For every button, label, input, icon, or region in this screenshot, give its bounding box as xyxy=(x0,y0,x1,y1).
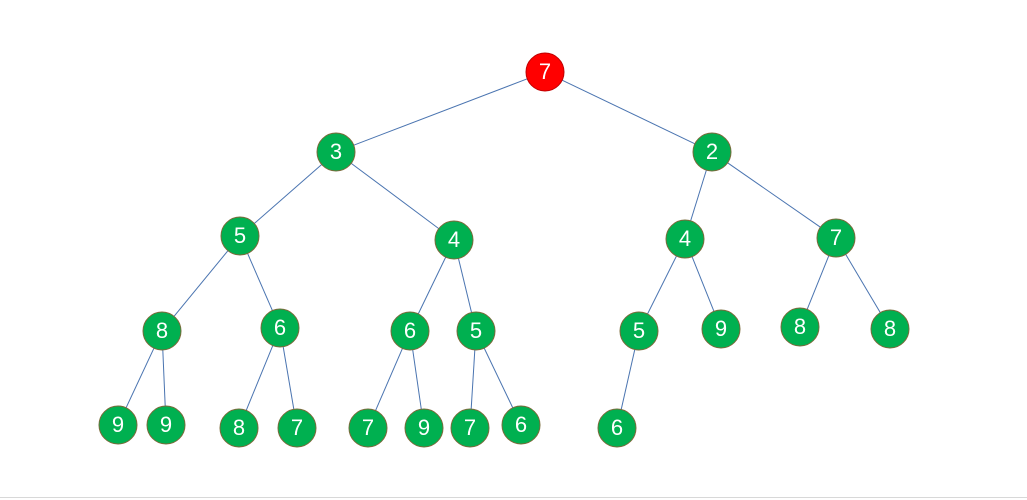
node-circle xyxy=(450,408,490,448)
tree-node: 9 xyxy=(701,309,741,349)
tree-edge-n5-n11 xyxy=(647,255,677,315)
tree-edge-n8-n18 xyxy=(282,346,295,410)
tree-edge-n4-n9 xyxy=(417,256,447,315)
node-circle xyxy=(525,52,565,92)
tree-node: 5 xyxy=(456,311,496,351)
tree-edge-n2-n6 xyxy=(727,162,821,228)
tree-edge-n0-n2 xyxy=(561,79,696,145)
node-circle xyxy=(390,311,430,351)
node-label: 8 xyxy=(233,415,245,440)
node-circle xyxy=(780,307,820,347)
node-circle xyxy=(98,405,138,445)
tree-node: 7 xyxy=(277,408,317,448)
node-circle xyxy=(701,309,741,349)
node-label: 8 xyxy=(156,318,168,343)
node-circle xyxy=(260,308,300,348)
node-circle xyxy=(277,408,317,448)
tree-node: 3 xyxy=(316,132,356,172)
node-circle xyxy=(348,408,388,448)
tree-node: 2 xyxy=(692,132,732,172)
tree-edge-n5-n12 xyxy=(691,256,715,312)
tree-node: 5 xyxy=(619,311,659,351)
tree-edge-n10-n21 xyxy=(470,349,476,410)
node-label: 7 xyxy=(830,225,842,250)
tree-edge-n7-n15 xyxy=(125,347,155,409)
node-label: 7 xyxy=(291,415,303,440)
tree-edge-n8-n17 xyxy=(245,345,274,411)
tree-node: 4 xyxy=(434,220,474,260)
tree-edge-n1-n4 xyxy=(350,162,440,230)
tree-edge-n9-n19 xyxy=(375,348,403,411)
node-label: 4 xyxy=(448,227,460,252)
tree-edge-n9-n20 xyxy=(412,349,422,410)
tree-node: 6 xyxy=(390,311,430,351)
node-label: 9 xyxy=(418,415,430,440)
node-label: 9 xyxy=(160,412,172,437)
node-circle xyxy=(142,311,182,351)
tree-edge-n0-n1 xyxy=(353,78,528,146)
node-label: 2 xyxy=(706,139,718,164)
tree-edge-n4-n10 xyxy=(457,258,473,313)
node-label: 6 xyxy=(515,412,527,437)
node-circle xyxy=(692,132,732,172)
node-circle xyxy=(146,405,186,445)
node-circle xyxy=(219,408,259,448)
node-circle xyxy=(456,311,496,351)
tree-node: 8 xyxy=(142,311,182,351)
tree-edge-n11-n23 xyxy=(620,349,636,410)
node-label: 7 xyxy=(464,415,476,440)
tree-node: 8 xyxy=(219,408,259,448)
node-circle xyxy=(597,408,637,448)
node-circle xyxy=(665,219,705,259)
node-label: 8 xyxy=(794,314,806,339)
tree-node: 7 xyxy=(816,218,856,258)
tree-edges xyxy=(125,78,881,411)
tree-edge-n2-n5 xyxy=(690,169,707,222)
node-circle xyxy=(316,132,356,172)
node-label: 6 xyxy=(611,415,623,440)
tree-node: 5 xyxy=(220,216,260,256)
node-circle xyxy=(619,311,659,351)
tree-node: 7 xyxy=(348,408,388,448)
tree-nodes: 7 3 2 5 4 4 7 8 6 6 5 5 9 8 8 9 9 8 7 7 9 7 6 6 xyxy=(98,52,910,448)
tree-edge-n7-n16 xyxy=(162,349,166,407)
tree-node: 8 xyxy=(780,307,820,347)
tree-edge-n10-n22 xyxy=(483,347,514,409)
node-label: 8 xyxy=(884,316,896,341)
bottom-divider xyxy=(0,497,1027,498)
tree-node: 6 xyxy=(501,405,541,445)
tree-node: 6 xyxy=(597,408,637,448)
node-label: 6 xyxy=(404,318,416,343)
tree-node: 9 xyxy=(404,408,444,448)
tree-edge-n1-n3 xyxy=(253,164,323,224)
tree-edge-n3-n8 xyxy=(247,253,273,311)
node-label: 5 xyxy=(633,318,645,343)
node-label: 9 xyxy=(112,412,124,437)
node-circle xyxy=(501,405,541,445)
tree-node: 4 xyxy=(665,219,705,259)
node-circle xyxy=(220,216,260,256)
tree-edge-n6-n14 xyxy=(845,254,881,313)
node-label: 7 xyxy=(362,415,374,440)
tree-node: 8 xyxy=(870,309,910,349)
node-circle xyxy=(816,218,856,258)
tree-edge-n6-n13 xyxy=(806,255,830,310)
node-circle xyxy=(404,408,444,448)
node-label: 6 xyxy=(274,315,286,340)
tree-node: 9 xyxy=(98,405,138,445)
tree-edge-n3-n7 xyxy=(173,250,229,317)
node-label: 4 xyxy=(679,226,691,251)
node-label: 5 xyxy=(234,223,246,248)
tree-node: 7 xyxy=(450,408,490,448)
tree-node: 6 xyxy=(260,308,300,348)
node-label: 9 xyxy=(715,316,727,341)
node-circle xyxy=(434,220,474,260)
node-circle xyxy=(870,309,910,349)
tree-root-node: 7 xyxy=(525,52,565,92)
node-label: 7 xyxy=(539,59,551,84)
tree-node: 9 xyxy=(146,405,186,445)
node-label: 5 xyxy=(470,318,482,343)
node-label: 3 xyxy=(330,139,342,164)
